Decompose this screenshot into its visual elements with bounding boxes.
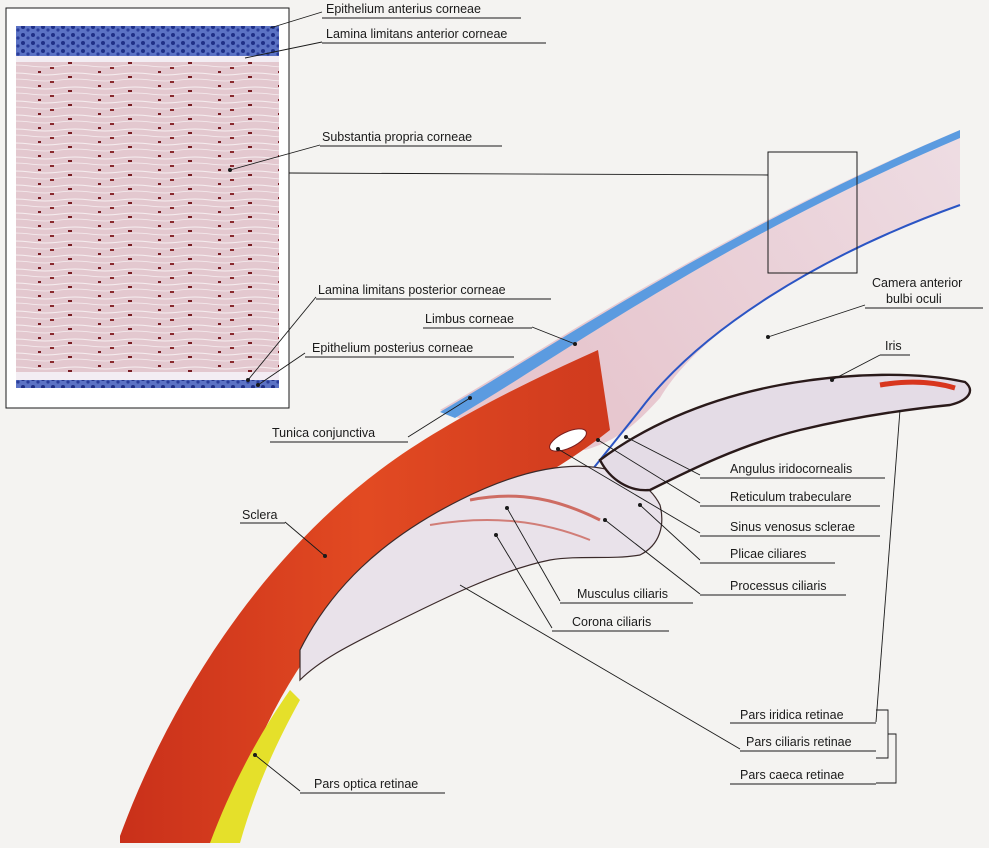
label-text-camera-anterior-2: bulbi oculi: [886, 292, 942, 306]
inset-epithelium-anterior: [16, 26, 279, 56]
label-text-epithelium-anterius: Epithelium anterius corneae: [326, 2, 481, 16]
leader-pars-ciliaris: [460, 585, 740, 749]
label-text-pars-caeca: Pars caeca retinae: [740, 768, 844, 782]
inset-stroma: [16, 62, 279, 372]
label-pars-caeca: Pars caeca retinae: [730, 768, 876, 784]
label-lamina-anterior: Lamina limitans anterior corneae: [245, 27, 546, 58]
label-text-angulus: Angulus iridocornealis: [730, 462, 852, 476]
label-camera-anterior: Camera anterior bulbi oculi: [766, 276, 983, 339]
label-text-reticulum: Reticulum trabeculare: [730, 490, 852, 504]
inset-lamina-posterior: [16, 372, 279, 380]
label-epithelium-posterius: Epithelium posterius corneae: [256, 341, 514, 387]
label-lamina-posterior: Lamina limitans posterior corneae: [246, 283, 551, 382]
inset-lamina-anterior: [16, 56, 279, 62]
label-pars-iridica: Pars iridica retinae: [730, 410, 900, 723]
label-text-sclera: Sclera: [242, 508, 277, 522]
label-text-epithelium-posterius: Epithelium posterius corneae: [312, 341, 473, 355]
label-text-musculus: Musculus ciliaris: [577, 587, 668, 601]
cornea-histology-inset: [6, 8, 289, 408]
label-text-iris: Iris: [885, 339, 902, 353]
label-text-pars-optica: Pars optica retinae: [314, 777, 418, 791]
label-text-tunica-conjunctiva: Tunica conjunctiva: [272, 426, 375, 440]
label-text-lamina-posterior: Lamina limitans posterior corneae: [318, 283, 506, 297]
label-text-pars-iridica: Pars iridica retinae: [740, 708, 844, 722]
label-text-lamina-anterior: Lamina limitans anterior corneae: [326, 27, 507, 41]
inset-epithelium-posterior: [16, 380, 279, 388]
label-text-substantia-propria: Substantia propria corneae: [322, 130, 472, 144]
label-text-corona: Corona ciliaris: [572, 615, 651, 629]
label-pars-ciliaris: Pars ciliaris retinae: [460, 585, 876, 751]
bracket-connector-caeca: [876, 734, 896, 783]
label-pars-optica: Pars optica retinae: [253, 753, 445, 793]
label-text-camera-anterior-1: Camera anterior: [872, 276, 962, 290]
leader-camera-anterior: [768, 305, 865, 337]
label-text-processus: Processus ciliaris: [730, 579, 827, 593]
label-text-sinus-venosus: Sinus venosus sclerae: [730, 520, 855, 534]
label-text-plicae: Plicae ciliares: [730, 547, 806, 561]
bracket-retina-parts: [876, 710, 888, 758]
label-epithelium-anterius: Epithelium anterius corneae: [270, 2, 521, 28]
label-text-pars-ciliaris: Pars ciliaris retinae: [746, 735, 852, 749]
inset-connector-line: [289, 173, 768, 175]
leader-pars-iridica: [876, 410, 900, 722]
label-text-limbus: Limbus corneae: [425, 312, 514, 326]
